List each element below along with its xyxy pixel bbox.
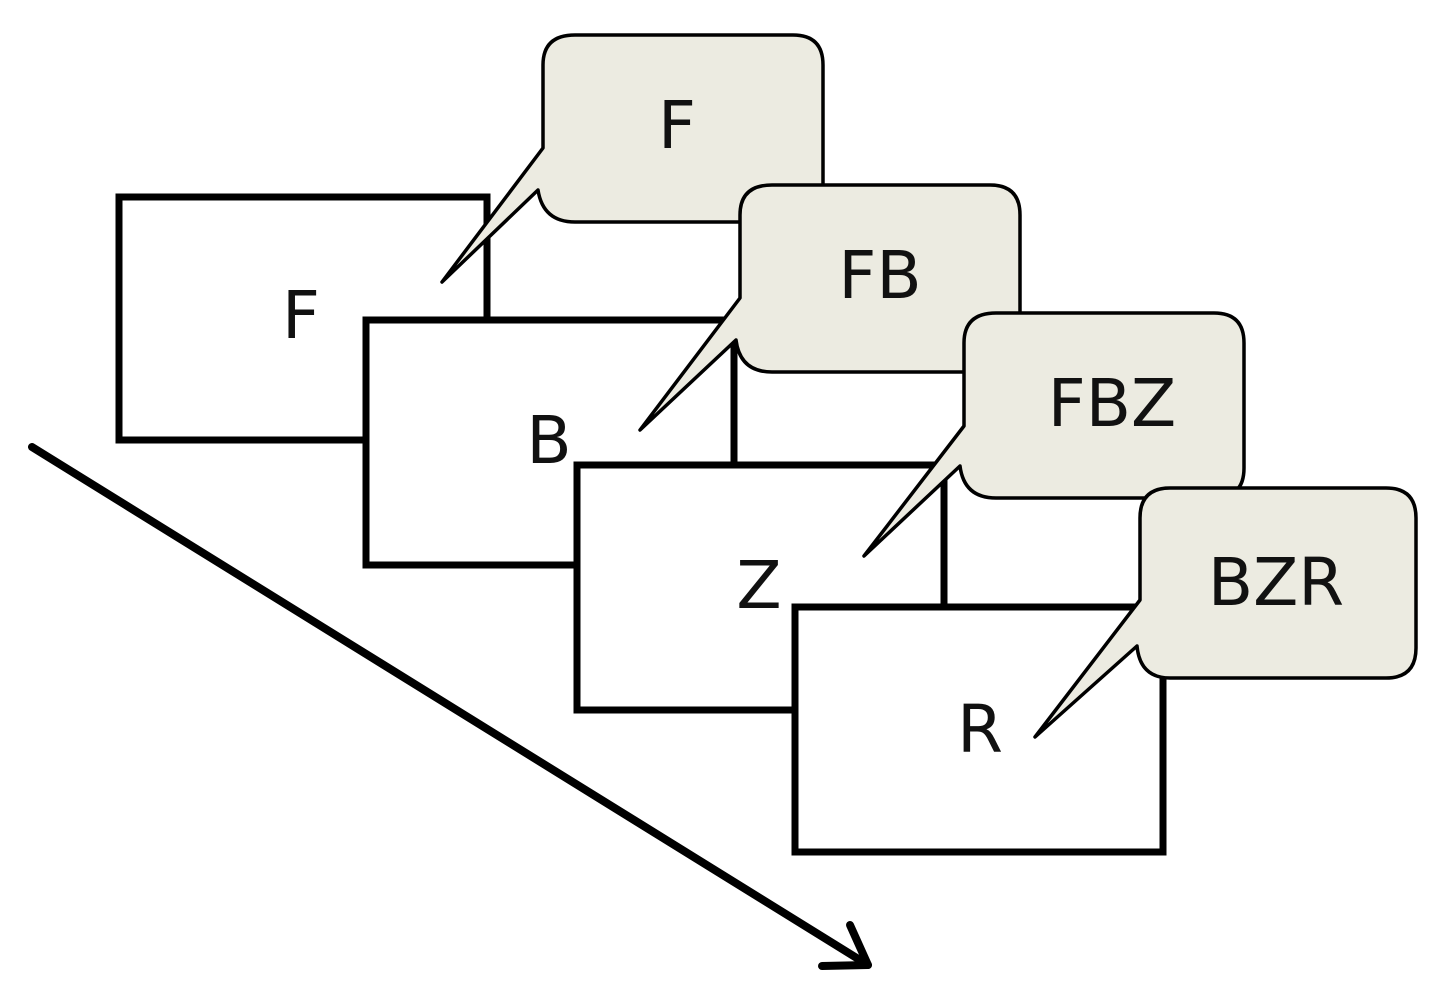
stimulus-letter-3: Z [736, 547, 781, 624]
memory-content-3: FBZ [1048, 365, 1176, 442]
step-2: B FB [362, 183, 1022, 569]
time-arrow [28, 443, 872, 970]
step-4: R BZR [791, 486, 1418, 856]
memory-content-4: BZR [1208, 544, 1344, 621]
time-arrow-head [818, 921, 872, 970]
stimulus-card-2 [362, 316, 738, 569]
memory-bubble-4 [1033, 486, 1418, 739]
memory-bubble-1 [440, 33, 825, 284]
memory-bubble-2 [638, 183, 1022, 432]
memory-content-1: F [658, 87, 696, 164]
stimulus-letter-4: R [957, 691, 1003, 768]
stimulus-letter-2: B [526, 402, 571, 479]
memory-content-2: FB [838, 237, 921, 314]
time-arrow-shaft [28, 443, 872, 969]
stimulus-letter-1: F [282, 277, 320, 354]
